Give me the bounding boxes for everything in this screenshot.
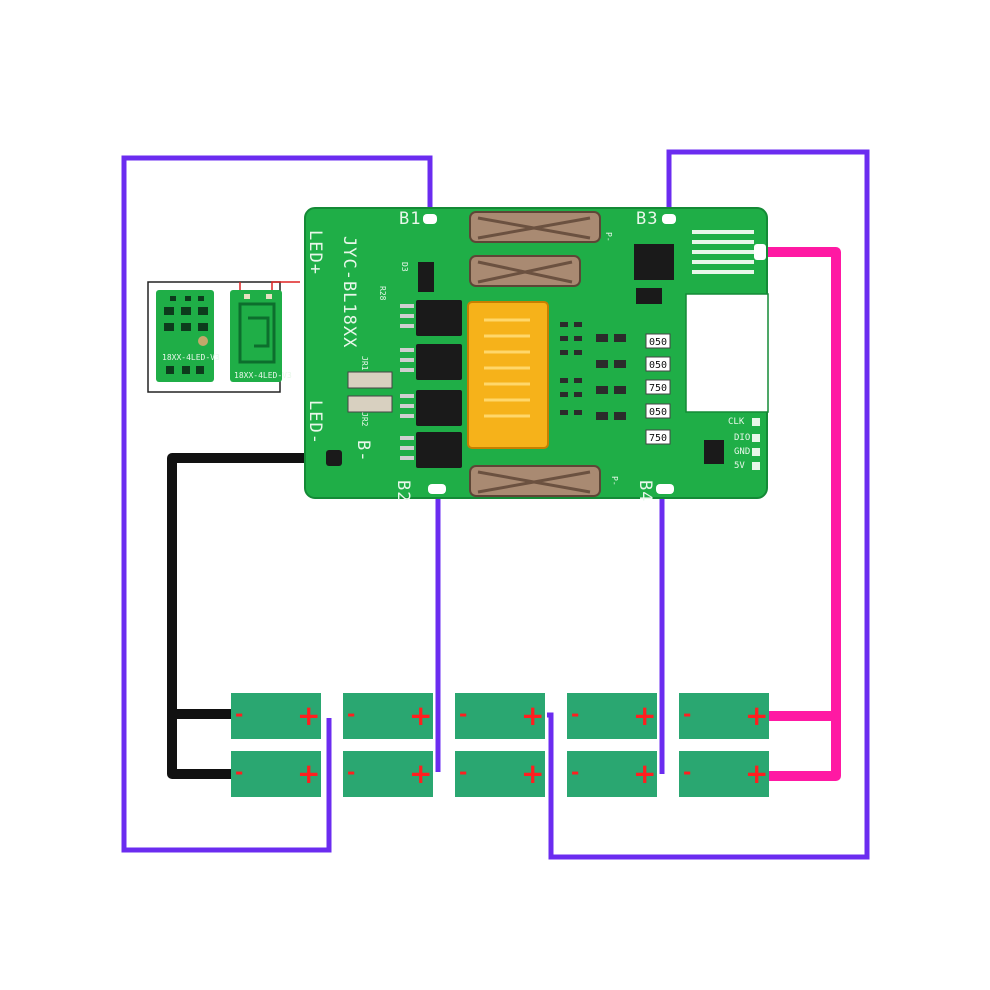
resistor-code-2: 050: [649, 360, 667, 371]
pad-b3: [662, 214, 676, 224]
battery-cell: -+: [567, 693, 657, 739]
pad-b1: [423, 214, 437, 224]
wire-b3: [547, 149, 870, 860]
label-r28: R28: [378, 286, 387, 301]
cell-plus-terminal: +: [633, 699, 656, 732]
fuse-1: [347, 371, 393, 413]
mosfet-array: [416, 300, 462, 468]
label-b4: B4: [635, 480, 655, 502]
battery-tab-top-left: [469, 211, 601, 243]
label-led-minus: LED-: [305, 400, 325, 445]
label-led-plus: LED+: [305, 230, 325, 275]
battery-cell: -+: [679, 693, 769, 739]
cell-body: [343, 751, 433, 797]
cell-body: [567, 751, 657, 797]
cell-minus-terminal: -: [459, 760, 467, 784]
cell-body: [679, 751, 769, 797]
cell-body: [343, 693, 433, 739]
controller-ic: [634, 244, 674, 280]
label-b2: B2: [393, 480, 413, 502]
pad-b-minus: [326, 450, 342, 466]
cell-minus-terminal: -: [235, 702, 243, 726]
cell-minus-terminal: -: [347, 702, 355, 726]
battery-tab-bottom: [469, 465, 601, 497]
cell-plus-terminal: +: [297, 699, 320, 732]
pin-gnd: GND: [734, 447, 750, 457]
battery-cell: -+: [567, 751, 657, 797]
cell-minus-terminal: -: [571, 702, 579, 726]
battery-cell: -+: [343, 751, 433, 797]
cell-minus-terminal: -: [235, 760, 243, 784]
led-board-right: [230, 290, 282, 382]
battery-cell: -+: [231, 751, 321, 797]
battery-cell: -+: [231, 693, 321, 739]
cell-body: [567, 693, 657, 739]
cell-plus-terminal: +: [745, 757, 768, 790]
led-board-right-label: 18XX-4LED-V3: [234, 371, 292, 380]
pad-b4: [656, 484, 674, 494]
cell-minus-terminal: -: [571, 760, 579, 784]
cell-plus-terminal: +: [409, 699, 432, 732]
pad-positive: [754, 244, 766, 260]
cell-plus-terminal: +: [521, 699, 544, 732]
resistor-codes: 050 050 750 050 750: [645, 333, 671, 445]
cell-body: [679, 693, 769, 739]
wire-negative: [167, 453, 333, 779]
led-board-left-label: 18XX-4LED-V3: [162, 353, 220, 362]
led-module: 18XX-4LED-V3 18XX-4LED-V3: [147, 281, 300, 393]
wires: [121, 149, 870, 860]
bms-board: 050 050 750 050 750 B1 B3 B2 B4 B- JYC-B…: [304, 207, 769, 502]
label-p-minus-top: P-: [604, 232, 613, 242]
label-b-minus: B-: [353, 440, 373, 462]
wire-positive: [762, 247, 841, 781]
cell-plus-terminal: +: [521, 757, 544, 790]
resistor-code-3: 750: [649, 383, 667, 394]
cell-plus-terminal: +: [745, 699, 768, 732]
battery-cell: -+: [343, 693, 433, 739]
pin-dio: DIO: [734, 433, 750, 443]
cell-plus-terminal: +: [297, 757, 320, 790]
label-b3: B3: [636, 209, 658, 229]
cell-body: [231, 693, 321, 739]
cell-minus-terminal: -: [459, 702, 467, 726]
cell-body: [231, 751, 321, 797]
battery-cells: -+-+-+-+-+-+-+-+-+-+: [231, 693, 769, 797]
pin-5v: 5V: [734, 461, 745, 471]
label-d3: D3: [400, 262, 409, 272]
battery-cell: -+: [455, 751, 545, 797]
output-connector: [467, 301, 549, 449]
label-jr1: JR1: [360, 356, 369, 371]
cell-body: [455, 751, 545, 797]
cell-minus-terminal: -: [683, 760, 691, 784]
label-jr2: JR2: [360, 412, 369, 427]
pad-b2: [428, 484, 446, 494]
resistor-code-4: 050: [649, 407, 667, 418]
label-b1: B1: [399, 209, 421, 229]
board-model: JYC-BL18XX: [339, 236, 359, 348]
cell-plus-terminal: +: [409, 757, 432, 790]
pin-clk: CLK: [728, 417, 745, 427]
cell-body: [455, 693, 545, 739]
resistor-code-1: 050: [649, 337, 667, 348]
battery-tab-top-mid: [469, 255, 581, 287]
wire-b1: [121, 155, 433, 853]
signal-header: CLK DIO GND 5V: [728, 417, 760, 471]
cell-minus-terminal: -: [347, 760, 355, 784]
battery-cell: -+: [455, 693, 545, 739]
label-p-minus-bottom: P-: [610, 476, 619, 486]
cell-minus-terminal: -: [683, 702, 691, 726]
battery-cell: -+: [679, 751, 769, 797]
cell-plus-terminal: +: [633, 757, 656, 790]
resistor-code-5: 750: [649, 433, 667, 444]
